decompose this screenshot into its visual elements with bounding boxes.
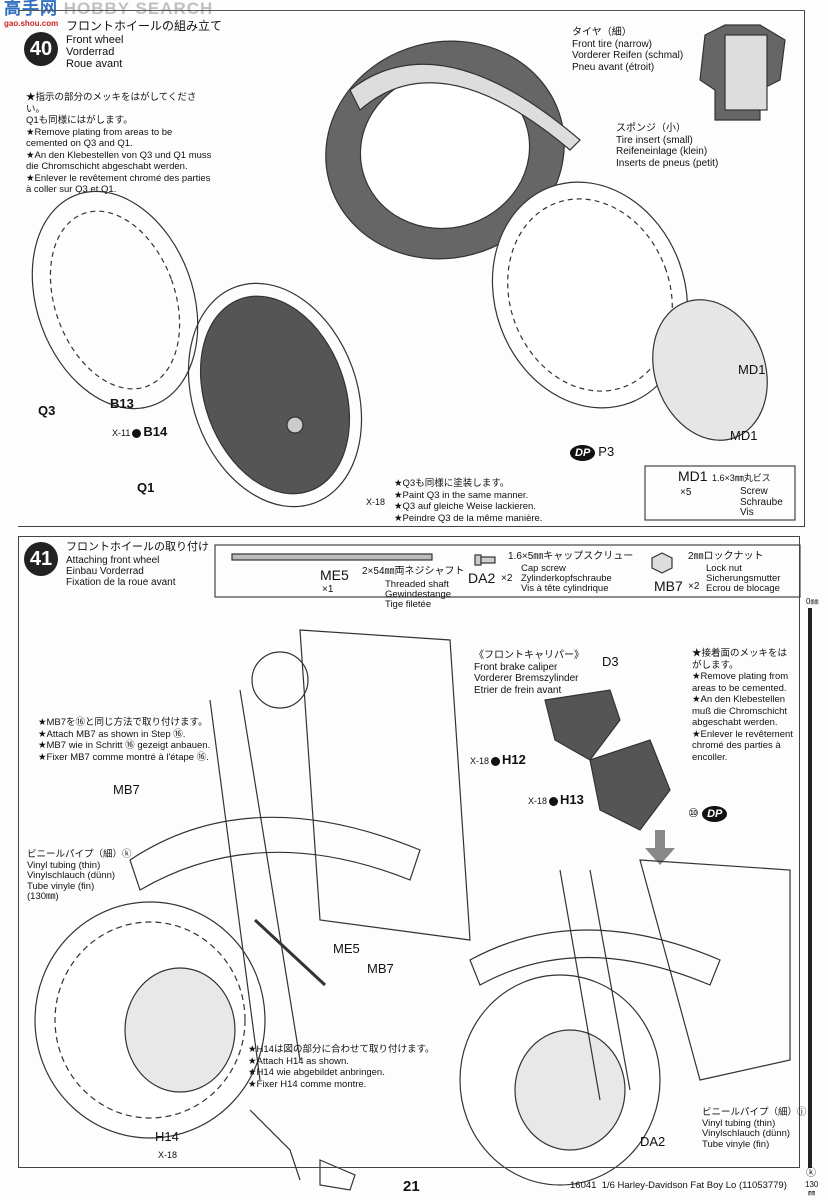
part-h14: H14 bbox=[155, 1129, 179, 1144]
hardware-spec-mb7: 2㎜ロックナット bbox=[688, 551, 764, 562]
step-title-en: Attaching front wheel bbox=[66, 555, 160, 566]
part-md1-a: MD1 bbox=[738, 362, 766, 377]
hardware-qty-da2: ×2 bbox=[501, 573, 513, 584]
part-b14-group: X-11 B14 bbox=[112, 424, 167, 439]
paint-code-x18: X-18 bbox=[366, 497, 386, 507]
step-title-en: Front wheel bbox=[66, 34, 124, 46]
ruler-length: 130 bbox=[805, 1180, 819, 1189]
tubing-length-ruler bbox=[808, 608, 812, 1168]
part-mb7-a: MB7 bbox=[113, 782, 140, 797]
hardware-code-mb7: MB7 bbox=[654, 578, 683, 594]
caliper-note: ★接着面のメッキをはがします。 ★Remove plating from are… bbox=[692, 648, 793, 763]
paint-number: ⑩ bbox=[688, 806, 699, 820]
part-mb7-b: MB7 bbox=[367, 961, 394, 976]
watermark: 高手网 HOBBY SEARCH bbox=[4, 0, 214, 18]
hardware-md1: MD1 1.6×3㎜丸ビス bbox=[678, 468, 771, 487]
part-me5: ME5 bbox=[333, 941, 360, 956]
hardware-qty-mb7: ×2 bbox=[688, 581, 700, 592]
hardware-spec-me5: 2×54㎜両ネジシャフト bbox=[362, 566, 465, 577]
part-h12-group: X-18 H12 bbox=[470, 752, 526, 767]
hardware-spec: 1.6×3㎜丸ビス bbox=[712, 473, 771, 483]
part-h13: H13 bbox=[560, 792, 584, 807]
product-info: 16041 1/6 Harley-Davidson Fat Boy Lo (11… bbox=[570, 1180, 787, 1191]
paint-dot-icon bbox=[549, 797, 559, 807]
hardware-name-da2: Cap screw Zylinderkopfschraube Vis à têt… bbox=[521, 563, 612, 594]
ruler-unit: ㎜ bbox=[808, 1190, 815, 1197]
hardware-name-me5: Threaded shaft Gewindestange Tige fileté… bbox=[385, 579, 452, 610]
tubing-j-label: ビニールパイプ（細）ⓙ Vinyl tubing (thin) Vinylsch… bbox=[702, 1107, 807, 1150]
mb7-note: ★MB7を⑯と同じ方法で取り付けます。 ★Attach MB7 as shown… bbox=[38, 717, 211, 763]
step-title-de: Vorderrad bbox=[66, 46, 115, 58]
tire-insert-label: スポンジ（小） Tire insert (small) Reifeneinlag… bbox=[616, 123, 719, 169]
part-da2: DA2 bbox=[640, 1134, 666, 1149]
hardware-code: MD1 bbox=[678, 468, 708, 484]
hardware-code-da2: DA2 bbox=[468, 570, 496, 586]
ruler-k: ⓚ bbox=[806, 1168, 816, 1179]
part-b13: B13 bbox=[110, 396, 134, 411]
part-h13-group: X-18 H13 bbox=[528, 792, 584, 807]
step-title-fr: Roue avant bbox=[66, 58, 123, 70]
part-p3: P3 bbox=[598, 444, 615, 459]
step-title-de: Einbau Vorderrad bbox=[66, 566, 144, 577]
part-q1: Q1 bbox=[137, 480, 155, 495]
step-title-jp: フロントホイールの組み立て bbox=[66, 19, 223, 33]
hardware-qty-me5: ×1 bbox=[322, 584, 334, 595]
watermark-url: gao.shou.com bbox=[4, 19, 59, 28]
hardware-qty: ×5 bbox=[680, 487, 692, 498]
step-title-fr: Fixation de la roue avant bbox=[66, 577, 176, 588]
part-b14: B14 bbox=[143, 424, 168, 439]
plating-note: ★指示の部分のメッキをはがしてください。 Q1も同様にはがします。 ★Remov… bbox=[26, 92, 212, 195]
dp-badge: DP bbox=[570, 445, 596, 461]
part-md1-b: MD1 bbox=[730, 428, 758, 443]
tire-label: タイヤ（細） Front tire (narrow) Vorderer Reif… bbox=[572, 27, 684, 73]
paint-dot-icon bbox=[491, 757, 501, 767]
ruler-top-label: 0㎜ bbox=[806, 597, 819, 606]
paint-note: ★Q3も同様に塗装します。 ★Paint Q3 in the same mann… bbox=[394, 478, 543, 524]
caliper-label: 《フロントキャリパー》 Front brake caliper Vorderer… bbox=[474, 650, 584, 696]
part-h12: H12 bbox=[502, 752, 526, 767]
step-number: 40 bbox=[24, 32, 58, 66]
step-41-panel bbox=[18, 536, 800, 1168]
h14-note: ★H14は図の部分に合わせて取り付けます。 ★Attach H14 as sho… bbox=[248, 1044, 435, 1090]
step-title-jp: フロントホイールの取り付け bbox=[66, 541, 209, 553]
hardware-code-me5: ME5 bbox=[320, 567, 349, 583]
step-number: 41 bbox=[24, 542, 58, 576]
hardware-name-mb7: Lock nut Sicherungsmutter Ecrou de bloca… bbox=[706, 563, 781, 594]
part-q3: Q3 bbox=[38, 403, 56, 418]
page-number: 21 bbox=[403, 1178, 420, 1195]
hardware-name: Screw Schraube Vis bbox=[740, 486, 783, 518]
tubing-k-label: ビニールパイプ（細）ⓚ Vinyl tubing (thin) Vinylsch… bbox=[27, 849, 132, 902]
paint-code: X-18 bbox=[528, 796, 548, 806]
paint-code: X-18 bbox=[470, 756, 490, 766]
hardware-spec-da2: 1.6×5㎜キャップスクリュー bbox=[508, 551, 634, 562]
paint-code-x18: X-18 bbox=[158, 1150, 178, 1160]
paint-dot-icon bbox=[132, 429, 142, 439]
part-d3: D3 bbox=[602, 654, 619, 669]
dp-badge: DP bbox=[702, 806, 728, 822]
step-40-panel bbox=[18, 10, 805, 527]
paint-code: X-11 bbox=[112, 428, 131, 438]
paint-ten-dp: ⑩ DP bbox=[688, 806, 730, 822]
